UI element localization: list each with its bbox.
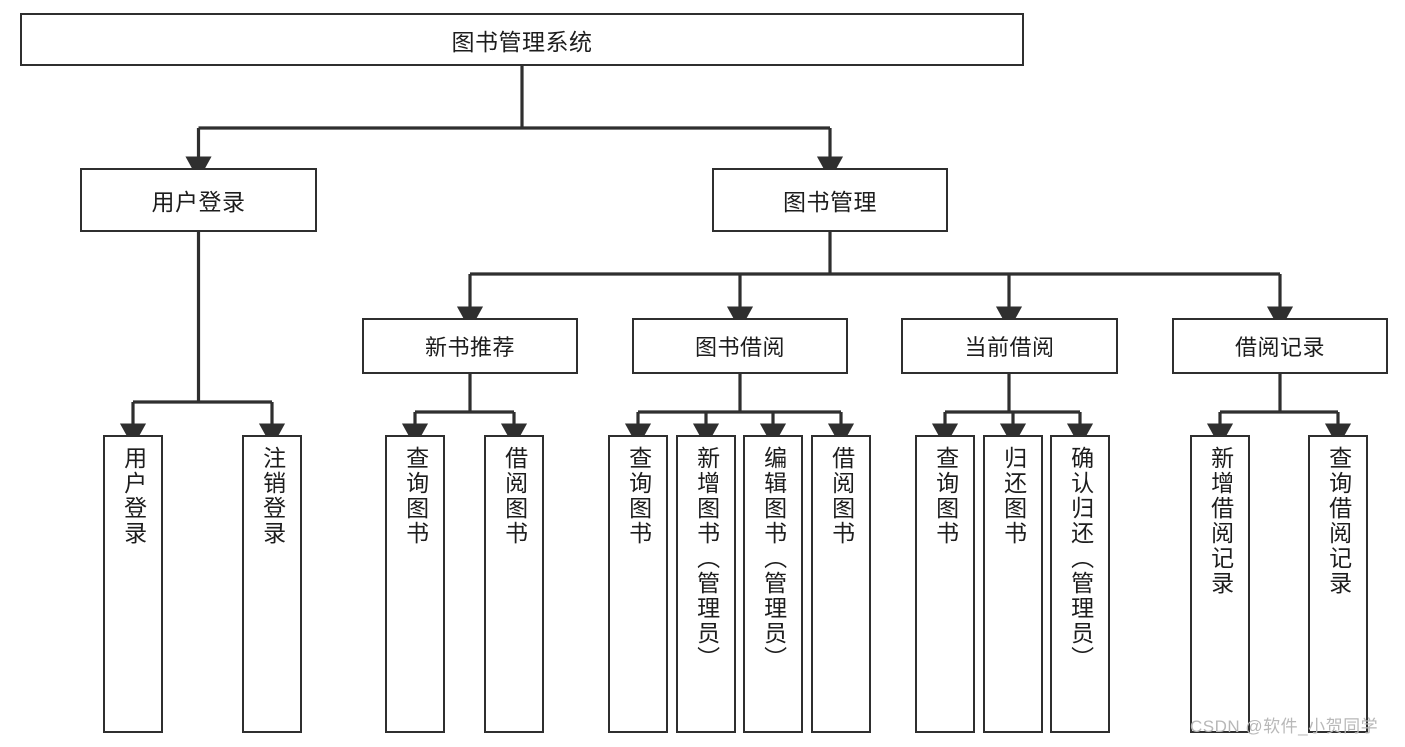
node-leaf-query-book-2-label: 查询图书 — [625, 446, 652, 546]
node-leaf-borrow-book-1-label: 借阅图书 — [501, 446, 528, 546]
node-leaf-add-record-label: 新增借阅记录 — [1207, 446, 1234, 596]
node-leaf-add-book-label: 新增图书（管理员） — [693, 446, 720, 671]
node-leaf-query-record[interactable]: 查询借阅记录 — [1308, 435, 1368, 733]
node-current-borrow-label: 当前借阅 — [964, 335, 1055, 360]
node-root-label: 图书管理系统 — [451, 28, 593, 55]
node-leaf-confirm-return-label: 确认归还（管理员） — [1067, 446, 1094, 671]
node-leaf-query-book-2[interactable]: 查询图书 — [608, 435, 668, 733]
node-leaf-logout[interactable]: 注销登录 — [242, 435, 302, 733]
node-leaf-borrow-book-2[interactable]: 借阅图书 — [811, 435, 871, 733]
node-book-manage[interactable]: 图书管理 — [712, 168, 948, 232]
node-new-book-recommend-label: 新书推荐 — [424, 335, 515, 360]
node-borrow-record-label: 借阅记录 — [1234, 335, 1325, 360]
node-leaf-query-book-3[interactable]: 查询图书 — [915, 435, 975, 733]
node-leaf-edit-book-label: 编辑图书（管理员） — [760, 446, 787, 671]
node-leaf-user-login[interactable]: 用户登录 — [103, 435, 163, 733]
node-leaf-return-book[interactable]: 归还图书 — [983, 435, 1043, 733]
node-leaf-user-login-label: 用户登录 — [120, 446, 147, 546]
node-leaf-borrow-book-2-label: 借阅图书 — [828, 446, 855, 546]
node-book-borrow-label: 图书借阅 — [694, 335, 785, 360]
node-leaf-edit-book[interactable]: 编辑图书（管理员） — [743, 435, 803, 733]
node-leaf-borrow-book-1[interactable]: 借阅图书 — [484, 435, 544, 733]
node-root[interactable]: 图书管理系统 — [20, 13, 1024, 66]
node-leaf-confirm-return[interactable]: 确认归还（管理员） — [1050, 435, 1110, 733]
node-current-borrow[interactable]: 当前借阅 — [901, 318, 1118, 374]
node-user-login[interactable]: 用户登录 — [80, 168, 317, 232]
node-user-login-label: 用户登录 — [151, 189, 246, 215]
node-book-borrow[interactable]: 图书借阅 — [632, 318, 848, 374]
node-leaf-add-record[interactable]: 新增借阅记录 — [1190, 435, 1250, 733]
node-leaf-add-book[interactable]: 新增图书（管理员） — [676, 435, 736, 733]
node-leaf-query-book-1[interactable]: 查询图书 — [385, 435, 445, 733]
node-leaf-query-book-3-label: 查询图书 — [932, 446, 959, 546]
node-leaf-query-book-1-label: 查询图书 — [402, 446, 429, 546]
node-book-manage-label: 图书管理 — [783, 189, 877, 215]
node-borrow-record[interactable]: 借阅记录 — [1172, 318, 1388, 374]
node-leaf-return-book-label: 归还图书 — [1000, 446, 1027, 546]
node-leaf-query-record-label: 查询借阅记录 — [1325, 446, 1352, 596]
node-leaf-logout-label: 注销登录 — [259, 446, 286, 546]
node-new-book-recommend[interactable]: 新书推荐 — [362, 318, 578, 374]
